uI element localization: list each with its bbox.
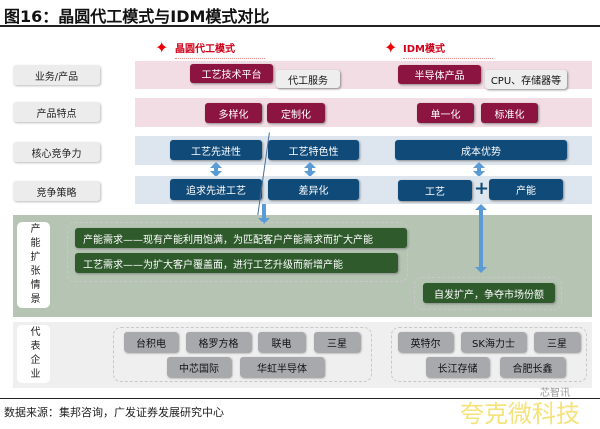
process-advanced-chip: 工艺先进性 (170, 140, 262, 160)
self-expansion-bar: 自发扩产，争夺市场份额 (423, 283, 555, 303)
source-note: 数据来源：集邦咨询，广发证券发展研究中心 (4, 406, 224, 419)
diversified-chip: 多样化 (205, 103, 262, 123)
star-icon: ✦ (155, 38, 169, 57)
pursue-advanced-chip: 追求先进工艺 (170, 179, 262, 200)
foundry-companies-group (113, 327, 372, 382)
capacity-demand-bar: 产能需求——现有产能利用饱满，为匹配客户产能需求而扩大产能 (75, 228, 407, 248)
star-icon: ✦ (384, 38, 398, 57)
double-arrow-icon (475, 204, 487, 273)
differentiation-chip: 差异化 (268, 179, 359, 200)
watermark: 夸克微科技 (460, 400, 580, 428)
double-arrow-icon (210, 162, 222, 177)
foundry-service-chip: 代工服务 (276, 70, 340, 88)
watermark-small: 芯智讯 (540, 388, 570, 399)
double-arrow-icon (304, 162, 316, 177)
top-rule (0, 25, 600, 27)
company-chip: 长江存储 (426, 357, 489, 377)
double-arrow-icon (473, 162, 485, 177)
idm-expansion-group (414, 277, 562, 310)
company-chip: 合肥长鑫 (500, 357, 565, 377)
company-chip: 华虹半导体 (240, 357, 324, 377)
bottom-rule (0, 398, 600, 399)
idm-header: IDM模式 (403, 40, 493, 59)
process-platform-chip: 工艺技术平台 (190, 64, 273, 83)
company-chip: 联电 (258, 332, 305, 352)
company-chip: 英特尔 (398, 332, 453, 352)
idm-companies-group (391, 327, 587, 382)
down-arrow-icon (258, 204, 270, 224)
semiconductor-product-chip: 半导体产品 (398, 65, 481, 84)
capacity-chip: 产能 (489, 179, 563, 200)
customized-chip: 定制化 (267, 103, 325, 123)
row-label-core: 核心竞争力 (13, 142, 100, 162)
standardized-chip: 标准化 (481, 103, 538, 123)
company-chip: 中芯国际 (167, 357, 231, 377)
row-label-business: 业务/产品 (13, 65, 100, 85)
company-chip: 三星 (314, 332, 360, 352)
figure-title: 图16：晶圆代工模式与IDM模式对比 (4, 7, 270, 26)
foundry-header: 晶圆代工模式 (175, 40, 265, 59)
process-chip: 工艺 (398, 180, 472, 201)
foundry-expansion-group (67, 222, 408, 282)
plus-icon: + (474, 178, 490, 199)
company-chip: 三星 (534, 332, 580, 352)
process-demand-bar: 工艺需求——为扩大客户覆盖面，进行工艺升级而新增产能 (75, 253, 398, 273)
company-chip: 格罗方格 (186, 332, 251, 352)
row-label-expansion: 产能扩张情景 (17, 222, 50, 308)
company-chip: 台积电 (124, 332, 178, 352)
single-chip: 单一化 (417, 103, 474, 123)
row-label-features: 产品特点 (13, 102, 100, 122)
process-specialty-chip: 工艺特色性 (268, 140, 359, 160)
row-label-strategy: 竞争策略 (13, 181, 100, 201)
company-chip: SK海力士 (461, 332, 526, 352)
cost-advantage-chip: 成本优势 (395, 140, 567, 160)
cpu-memory-chip: CPU、存储器等 (485, 70, 567, 89)
row-label-companies: 代表企业 (17, 325, 50, 383)
